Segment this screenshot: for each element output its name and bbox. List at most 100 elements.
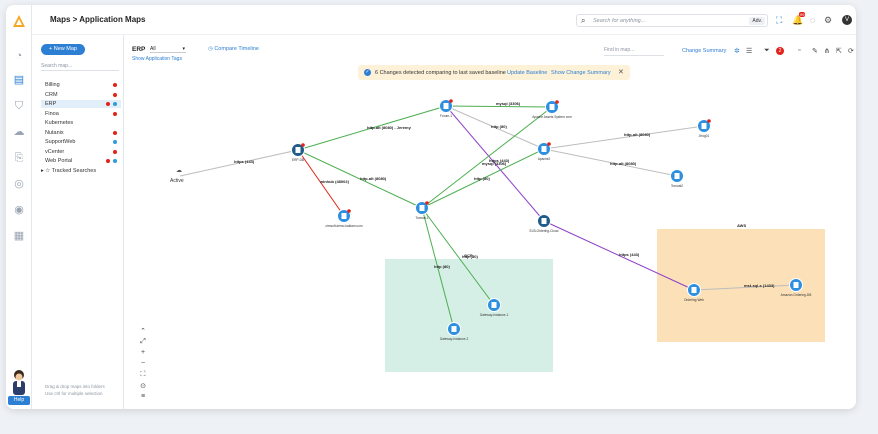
list-icon[interactable]: ☰ [746,48,753,55]
sidebar-map-item[interactable]: SupportWeb [45,138,121,146]
check-icon: ✓ [364,69,371,76]
advanced-search-button[interactable]: Adv. [749,17,765,25]
map-node[interactable]: Apache Assets System com [532,100,572,119]
zoom-out-icon[interactable]: − [140,360,146,367]
map-node[interactable]: ☁Active [170,168,184,184]
sidebar-map-item[interactable]: vCenter [45,148,121,156]
shield-icon[interactable]: ⛉ [14,100,24,112]
server-glyph-icon [691,287,697,293]
sidebar-map-item[interactable]: Finoa [45,110,121,118]
map-item-label: ERP [45,101,57,107]
map-node[interactable]: ELB-Ordering-Cloud [530,214,559,234]
map-node[interactable]: Jfrog01 [697,119,711,138]
map-node[interactable]: Tomcat-1 [415,201,429,220]
connection-label: http (80) [474,176,490,181]
node-label: ERP-DB [292,158,304,162]
bulb-icon[interactable]: ◉ [14,204,24,216]
server-glyph-icon [295,147,301,153]
collapse-icon[interactable]: ⌃ [140,328,146,335]
hint-line-1: Drag & drop maps into folders [45,384,105,389]
sidebar-map-item[interactable]: CRM [45,91,121,99]
application-graph[interactable]: GCP AWS https (443)http-alt (8080) - Jer… [124,35,856,409]
map-node[interactable]: Amazon-Ordering-DB [781,278,812,298]
share-icon[interactable]: ⋔ [824,48,830,55]
edit-icon[interactable]: ✎ [812,48,818,55]
document-search-icon[interactable]: ⎘ [14,152,24,164]
connection-line[interactable] [421,207,455,330]
save-icon[interactable]: ▫ [798,47,801,54]
tracked-searches-label: Tracked Searches [51,168,97,174]
show-tags-link[interactable]: Show Application Tags [132,56,182,62]
connection-line[interactable] [445,105,553,108]
map-node[interactable]: Ordering-Web [684,283,704,303]
map-node[interactable]: Forum-1 [439,99,453,118]
map-filter-select[interactable]: All▾ [150,45,186,53]
locate-icon[interactable]: ⊙ [140,383,146,390]
cloud-icon[interactable]: ☁ [13,126,25,138]
connection-line[interactable] [179,149,299,177]
filter-icon[interactable]: ⏷ [764,47,770,54]
node-alert-badge [707,119,711,123]
sidebar-map-item[interactable]: Billing [45,81,121,89]
connection-line[interactable] [543,148,678,177]
map-node[interactable]: cimsoft.demo.kaldam.com [325,209,363,228]
export-icon[interactable]: ⇱ [836,48,842,55]
close-icon[interactable]: ✕ [618,69,624,76]
node-label: Gateway-Instance-1 [480,313,509,317]
sidebar-map-item[interactable]: Nutanix [45,129,121,137]
global-search-input[interactable]: ⌕ Search for anything... Adv. [576,14,768,27]
find-in-map-input[interactable]: Find in map... [604,47,664,56]
compare-timeline-button[interactable]: ◷ Compare Timeline [208,46,259,52]
sidebar-map-item[interactable]: Web Portal [45,157,121,165]
map-search-input[interactable]: Search map... [41,61,119,71]
fit-icon[interactable]: ⤢ [140,338,146,345]
maps-icon[interactable]: ▤ [13,74,25,86]
map-node[interactable]: Apache2 [537,142,551,161]
sidebar-map-item[interactable]: ERP [41,100,121,108]
user-avatar[interactable]: V [842,15,852,25]
layout-icon[interactable]: ✲ [734,48,740,55]
server-glyph-icon [451,326,457,332]
sidebar-map-item[interactable]: Kubernetes [45,119,121,127]
connection-line[interactable] [421,148,545,209]
legend-icon[interactable]: ≡ [140,393,146,400]
map-node[interactable]: ERP-DB [291,143,305,162]
connection-line[interactable] [421,106,553,209]
help-assistant[interactable]: Help [8,369,30,405]
map-canvas[interactable]: ERP All▾ Show Application Tags ◷ Compare… [124,35,856,409]
gift-icon[interactable]: ▦ [13,230,25,242]
compass-icon[interactable]: ◎ [14,178,24,190]
map-item-label: Finoa [45,110,59,117]
connection-line[interactable] [421,207,495,306]
zoom-in-icon[interactable]: + [140,349,146,356]
connection-line[interactable] [543,220,695,291]
connection-line[interactable] [445,105,545,150]
update-baseline-link[interactable]: Update Baseline [507,70,548,76]
help-circle-icon[interactable]: ◌ [810,15,816,25]
change-summary-link[interactable]: Change Summary [682,48,727,54]
show-change-summary-link[interactable]: Show Change Summary [551,70,611,76]
node-label: Amazon-Ordering-DB [781,293,812,297]
expand-icon[interactable]: ⛶ [140,371,146,378]
dashboard-icon[interactable]: ◔ [15,50,23,62]
tracked-searches-toggle[interactable]: ▸ ☆ Tracked Searches [41,168,96,174]
topology-icon[interactable]: ⛶ [776,15,783,25]
connection-line[interactable] [297,149,345,217]
alert-dot [106,102,110,106]
connection-line[interactable] [693,284,797,291]
chevron-right-icon: ▸ ☆ [41,168,52,174]
help-button[interactable]: Help [8,396,30,405]
map-node[interactable]: Tomcat2 [670,169,684,189]
map-node[interactable]: Gateway-Instance-1 [480,298,509,318]
bell-icon[interactable]: 🔔 [792,15,804,25]
app-logo-icon[interactable] [13,15,25,27]
connection-line[interactable] [543,125,705,150]
new-map-button[interactable]: + New Map [41,44,85,55]
connection-line[interactable] [297,105,447,151]
map-node[interactable]: Gateway-Instance-2 [440,322,469,342]
refresh-icon[interactable]: ⟳ [848,48,854,55]
gear-icon[interactable]: ⚙ [824,15,833,25]
connection-line[interactable] [297,149,423,209]
connection-line[interactable] [445,105,545,222]
connection-label: http-alt (8080) [360,176,387,181]
